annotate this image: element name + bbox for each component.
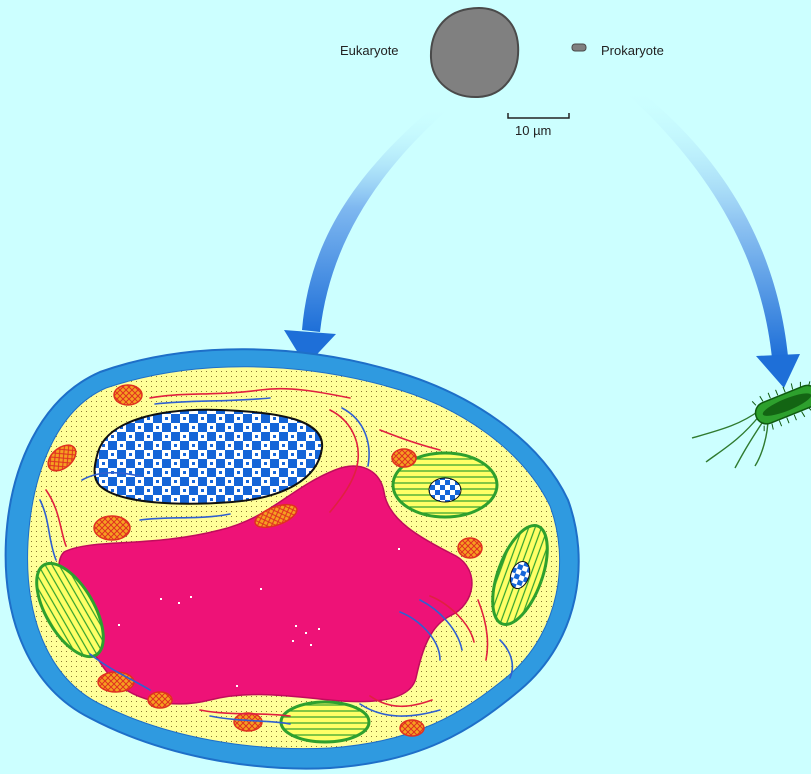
eukaryote-label: Eukaryote: [340, 43, 399, 58]
scale-bar-label: 10 µm: [515, 123, 551, 138]
prokaryote-cell-icon: [572, 44, 586, 51]
prokaryote-bacterium: [692, 376, 811, 468]
eukaryote-plant-cell: [6, 349, 579, 768]
arrow-to-prokaryote: [625, 86, 788, 358]
scale-bar: [508, 113, 569, 118]
nucleus: [95, 410, 323, 504]
arrow-head-right: [756, 354, 800, 388]
chloroplast-bottom: [281, 702, 369, 742]
eukaryote-cell-icon: [431, 8, 518, 97]
prokaryote-label: Prokaryote: [601, 43, 664, 58]
arrow-to-eukaryote: [302, 105, 445, 332]
